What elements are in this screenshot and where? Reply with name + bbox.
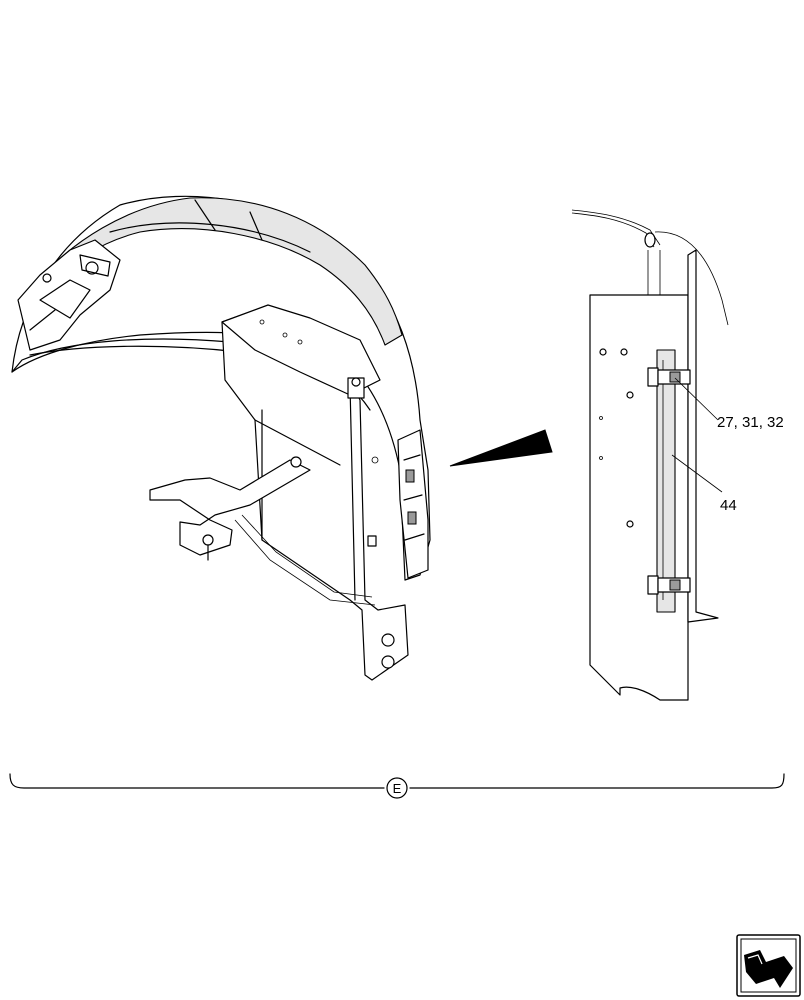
next-page-icon[interactable] bbox=[736, 934, 801, 997]
section-marker-circle bbox=[386, 777, 408, 799]
callout-44: 44 bbox=[720, 497, 737, 514]
pointer-arrow-icon bbox=[449, 429, 553, 467]
fender-assembly bbox=[11, 195, 431, 681]
callout-27-31-32: 27, 31, 32 bbox=[717, 414, 784, 431]
section-marker-label: E bbox=[393, 781, 402, 796]
section-brace bbox=[9, 773, 785, 799]
detail-view bbox=[571, 209, 729, 701]
